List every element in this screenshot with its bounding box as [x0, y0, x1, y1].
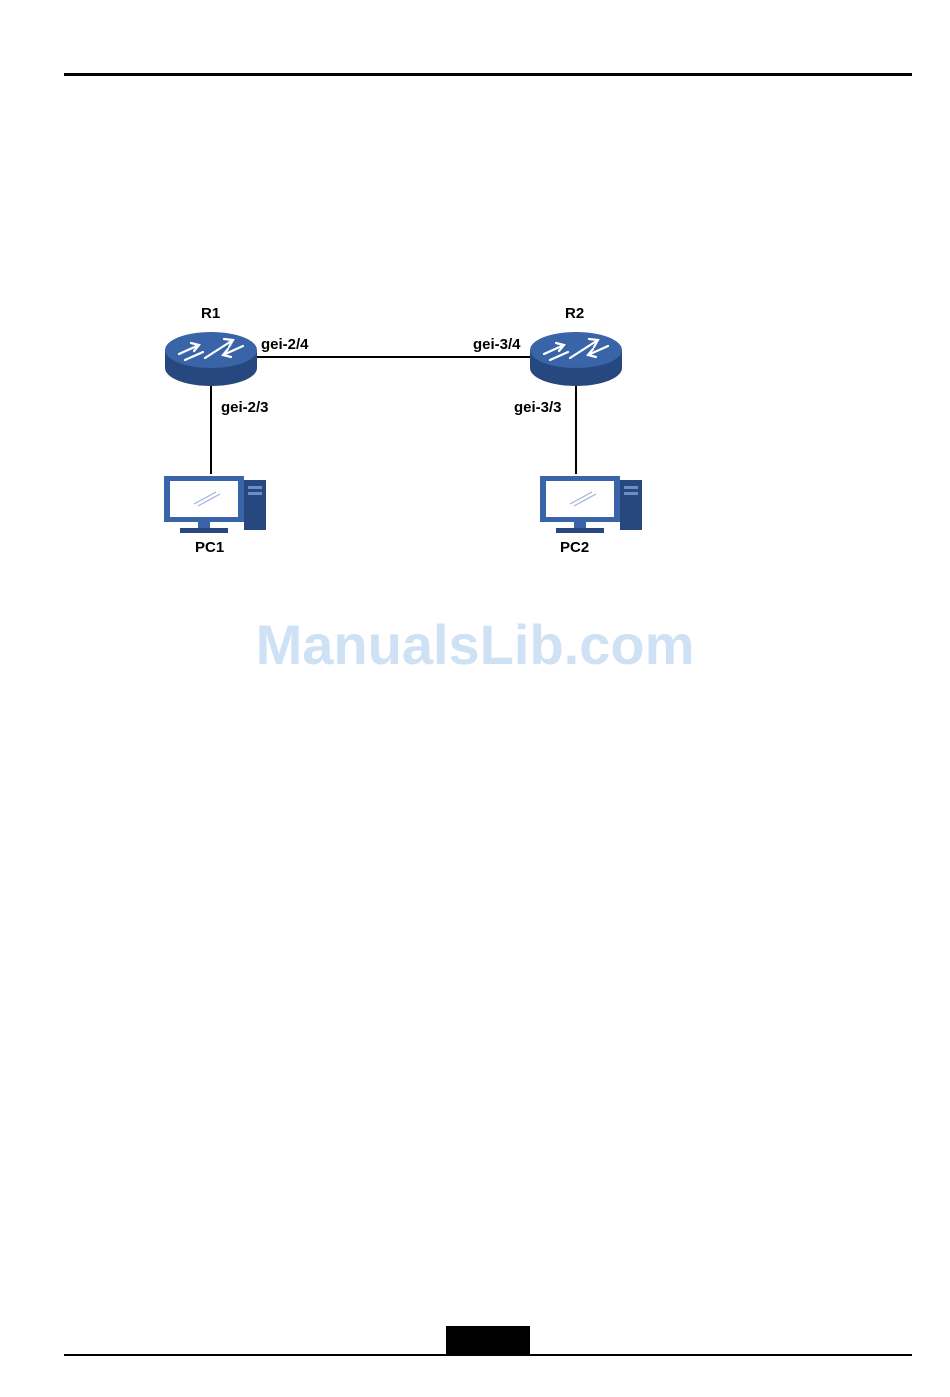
pc2-label: PC2: [560, 539, 589, 556]
port-label-gei-2-3: gei-2/3: [221, 399, 269, 416]
r2-label: R2: [565, 305, 584, 322]
page-number-tab: [446, 1326, 530, 1354]
port-label-gei-3-4: gei-3/4: [473, 336, 521, 353]
router-r2-icon: [530, 332, 622, 386]
pc1-icon: [164, 476, 266, 533]
footer-rule: [64, 1354, 912, 1356]
pc1-label: PC1: [195, 539, 224, 556]
watermark: ManualsLib.com: [0, 612, 950, 677]
r1-label: R1: [201, 305, 220, 322]
port-label-gei-2-4: gei-2/4: [261, 336, 309, 353]
pc2-icon: [540, 476, 642, 533]
router-r1-icon: [165, 332, 257, 386]
port-label-gei-3-3: gei-3/3: [514, 399, 562, 416]
